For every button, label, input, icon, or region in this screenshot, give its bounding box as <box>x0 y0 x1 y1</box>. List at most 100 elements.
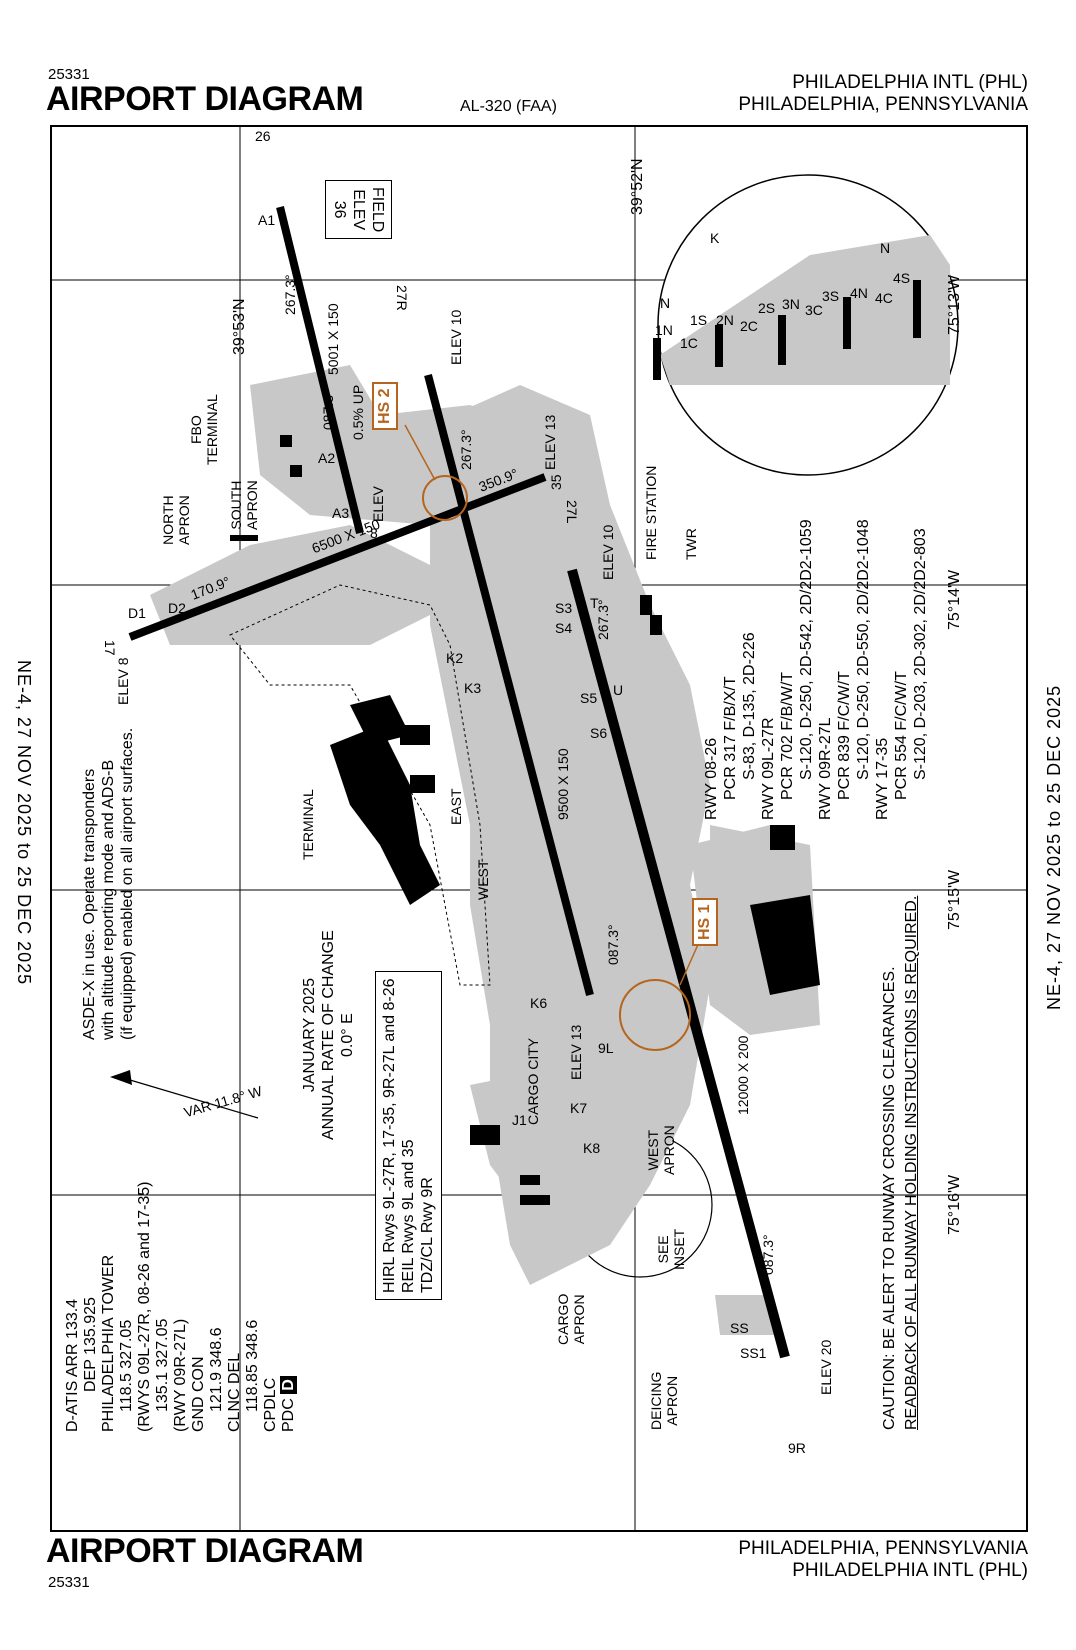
lon-4: 75°16'W <box>946 1174 963 1235</box>
taxiway-K8: K8 <box>583 1140 601 1156</box>
taxiway-A2: A2 <box>318 450 336 466</box>
airport-name: PHILADELPHIA INTL (PHL) <box>792 72 1028 93</box>
taxiway-A3: A3 <box>332 505 350 521</box>
taxiway-K6: K6 <box>530 995 548 1011</box>
cargo-city-label: CARGO CITY <box>525 1037 541 1125</box>
effective-date-right: NE-4, 27 NOV 2025 to 25 DEC 2025 <box>1044 684 1064 1010</box>
runway-17-label: 17 <box>102 640 118 656</box>
var-line <box>129 1079 259 1119</box>
taxiway-S2: S4 <box>555 620 573 636</box>
chart-title: AIRPORT DIAGRAM <box>46 80 364 118</box>
elev-35: ELEV 13 <box>542 414 558 470</box>
west-label: WEST <box>475 859 491 900</box>
terminal-buildings <box>230 435 820 1205</box>
footer-city-state: PHILADELPHIA, PENNSYLVANIA <box>738 1538 1028 1559</box>
terminal-hatch <box>229 584 491 986</box>
inset-4N: 4N <box>850 285 868 301</box>
lighting-note: HIRL Rwys 9L-27R, 17-35, 9R-27L and 8-26… <box>375 971 442 1300</box>
taxiway-S1: S3 <box>555 600 573 616</box>
see-inset-label: SEE INSET <box>655 1228 687 1270</box>
effective-date-left: NE-4, 27 NOV 2025 to 25 DEC 2025 <box>14 660 34 986</box>
taxiway-A1: A1 <box>258 212 276 228</box>
taxiway-S12: SS <box>730 1320 749 1336</box>
mag-change-note: JANUARY 2025 ANNUAL RATE OF CHANGE 0.0° … <box>301 930 356 1140</box>
inset-2S: 2S <box>758 300 776 316</box>
taxiway-K2: K2 <box>446 650 464 666</box>
hs1-circle <box>619 979 691 1051</box>
footer-airport-name: PHILADELPHIA INTL (PHL) <box>792 1560 1028 1581</box>
hs2-circle <box>422 475 468 521</box>
taxiway-K3: K3 <box>464 680 482 696</box>
inset-apron <box>660 235 950 385</box>
hdg-087-rwy9L: 087.3° <box>605 924 621 965</box>
asde-note: ASDE-X in use. Operate transponders with… <box>81 727 136 1040</box>
inset-stands <box>653 280 921 380</box>
elev-9L: ELEV 13 <box>568 1024 584 1080</box>
inset-1N: 1N <box>655 322 673 338</box>
hot-spot-hs1: HS 1 <box>692 898 718 946</box>
north-apron-label: NORTH APRON <box>160 495 192 545</box>
inset-3S: 3S <box>822 288 840 304</box>
deicing-apron-label: DEICING APRON <box>648 1371 680 1430</box>
runway-9L-label: 9L <box>598 1040 614 1056</box>
frequency-block: D-ATIS ARR 133.4 DEP 135.925 PHILADELPHI… <box>64 1181 297 1432</box>
inset-K: K <box>710 230 720 246</box>
elev-8: ELEV <box>370 486 386 522</box>
lat-top: 39°52'N <box>629 158 646 215</box>
inset-4S: 4S <box>893 270 911 286</box>
runway-9L-27R-dim: 9500 X 150 <box>555 748 571 820</box>
true-north-arrow <box>110 1070 132 1085</box>
inset-N-left: N <box>660 295 671 311</box>
taxiway-SS1: T <box>590 595 599 611</box>
lat-mid: 39°53'N <box>231 298 248 355</box>
inset-3N: 3N <box>782 296 800 312</box>
inset-2N: 2N <box>716 312 734 328</box>
elev-9R: ELEV 20 <box>818 1339 834 1395</box>
caution-line2: READBACK OF ALL RUNWAY HOLDING INSTRUCTI… <box>903 895 920 1430</box>
taxiway-S13: SS1 <box>740 1345 767 1361</box>
footer-chart-id: 25331 <box>48 1574 90 1591</box>
lon-2: 75°14'W <box>946 569 963 630</box>
pcr-block: RWY 08-26 PCR 317 F/B/X/T S-83, D-135, 2… <box>703 519 929 820</box>
inset-2C: 2C <box>740 318 758 334</box>
inset-1S: 1S <box>690 312 708 328</box>
south-apron-label: SOUTH APRON <box>228 480 260 530</box>
slope-label: 0.5% UP <box>350 384 366 440</box>
taxiway-J1: J1 <box>512 1112 527 1128</box>
hdg-087-rwy9R: 087.3° <box>760 1234 776 1275</box>
taxiway-S3: S5 <box>580 690 598 706</box>
runway-9R-label: 9R <box>788 1440 806 1456</box>
footer-title: AIRPORT DIAGRAM <box>46 1532 364 1570</box>
tower-label: TWR <box>683 528 699 560</box>
lon-3: 75°15'W <box>946 869 963 930</box>
runway-17-35 <box>128 473 547 641</box>
west-apron-label: WEST APRON <box>645 1125 677 1175</box>
elev-17: ELEV 8 <box>115 657 131 706</box>
hdg-267-rwy27R: 267.3° <box>458 429 474 470</box>
inset-N-right: N <box>880 240 891 256</box>
taxiway-K7: K7 <box>570 1100 588 1116</box>
runway-8-label: 8 <box>370 525 378 541</box>
runway-26-label: 26 <box>255 128 271 144</box>
runway-9R-27L-dim: 12000 X 200 <box>735 1035 751 1115</box>
chart-series: AL-320 (FAA) <box>460 98 557 115</box>
chart-frame <box>50 125 1028 1532</box>
terminal-label: TERMINAL <box>300 789 316 860</box>
east-label: EAST <box>448 788 464 825</box>
d-icon: D <box>280 1376 297 1394</box>
city-state: PHILADELPHIA, PENNSYLVANIA <box>738 94 1028 115</box>
fire-station-label: FIRE STATION <box>643 465 659 560</box>
fbo-terminal-label: FBO TERMINAL <box>188 394 220 465</box>
hot-spot-hs2: HS 2 <box>372 382 398 430</box>
runway-27R-label: 27R <box>394 285 410 311</box>
inset-4C: 4C <box>875 290 893 306</box>
taxiway-SS3: U <box>613 682 624 698</box>
runway-8-26-dim: 5001 X 150 <box>325 303 341 375</box>
runway-8-26 <box>276 206 364 534</box>
taxiway-D1: D1 <box>128 605 146 621</box>
elev-27L: ELEV 10 <box>600 524 616 580</box>
chart-id: 25331 <box>48 66 90 83</box>
lon-1: 75°13'W <box>946 274 963 335</box>
hdg-267-rwy26: 267.3° <box>282 274 298 315</box>
